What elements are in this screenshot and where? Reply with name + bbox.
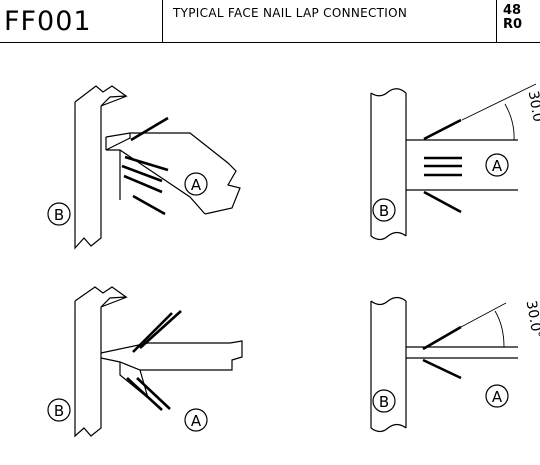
- nail: [124, 155, 169, 172]
- label-a-circle: [184, 172, 208, 196]
- iso-view-top: A B: [47, 85, 241, 250]
- angle-label: 30.0°: [523, 299, 540, 339]
- label-b-circle: [47, 398, 71, 422]
- label-b: B: [379, 202, 389, 220]
- label-b-circle: [372, 389, 396, 413]
- elevation-view-top: 30.0° A B: [370, 83, 540, 241]
- post-b: [370, 88, 407, 241]
- member-a: [100, 340, 243, 400]
- label-b-circle: [372, 198, 396, 222]
- drawing-code-cell: FF001: [0, 0, 163, 43]
- label-a-circle: [485, 384, 509, 408]
- nail: [132, 312, 173, 353]
- label-a: A: [492, 388, 503, 406]
- nail: [123, 174, 163, 194]
- nail: [126, 377, 163, 411]
- nail: [130, 116, 169, 142]
- angle-extension-line: [460, 302, 507, 328]
- iso-view-bottom: A B: [47, 286, 243, 438]
- revision-number: R0: [503, 17, 523, 32]
- label-a-circle: [485, 153, 509, 177]
- label-a: A: [191, 412, 202, 430]
- label-b: B: [379, 393, 389, 411]
- label-a-circle: [184, 408, 208, 432]
- drawing-title: TYPICAL FACE NAIL LAP CONNECTION: [173, 6, 408, 20]
- angle-label: 30.0°: [525, 90, 540, 130]
- sheet-cell: 48 R0: [497, 0, 540, 43]
- label-a: A: [191, 176, 202, 194]
- label-b: B: [54, 206, 64, 224]
- nail: [139, 310, 182, 349]
- post-b: [370, 296, 407, 433]
- label-a: A: [492, 157, 503, 175]
- nail: [422, 325, 462, 351]
- angle-arc: [494, 310, 505, 348]
- nail: [423, 190, 462, 214]
- nail: [422, 358, 462, 380]
- angle-extension-line: [461, 83, 537, 121]
- connection-drawing: A B 30.0° A B A B: [47, 83, 540, 438]
- member-a: [105, 132, 241, 215]
- nail: [121, 164, 163, 183]
- title-block: FF001 TYPICAL FACE NAIL LAP CONNECTION 4…: [0, 0, 540, 44]
- label-b-circle: [47, 202, 71, 226]
- label-b: B: [54, 402, 64, 420]
- angle-arc: [504, 103, 515, 141]
- nail: [136, 377, 171, 410]
- drawing-code: FF001: [4, 6, 92, 37]
- nail: [132, 194, 166, 216]
- elevation-view-bottom: 30.0° A B: [370, 296, 540, 433]
- sheet-number: 48: [503, 3, 522, 18]
- drawing-title-cell: TYPICAL FACE NAIL LAP CONNECTION: [163, 0, 497, 43]
- nail: [423, 118, 462, 141]
